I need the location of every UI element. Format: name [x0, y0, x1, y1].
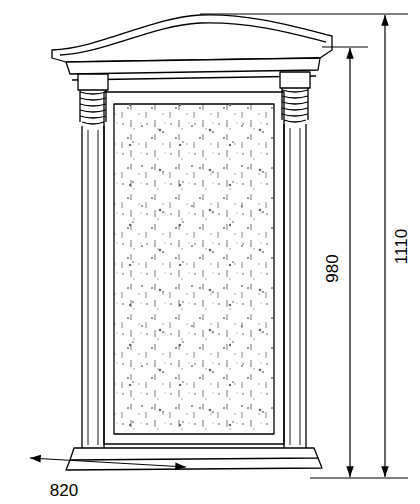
- right-capital-sides: [282, 88, 308, 120]
- mirror-glass: [114, 104, 274, 434]
- dimension-line: [30, 458, 186, 467]
- base-plinth: [70, 448, 318, 460]
- left-column-fluting: [88, 130, 98, 445]
- mirror-reflection: [114, 104, 274, 434]
- left-capital: [78, 74, 108, 90]
- extension-line: [310, 477, 408, 478]
- right-capital: [280, 72, 310, 88]
- right-column: [284, 124, 306, 448]
- crown-top: [52, 15, 332, 62]
- dimension-label: 980: [324, 254, 341, 282]
- right-capital-rings: [282, 90, 308, 122]
- mirror-frame: [104, 92, 284, 444]
- dimension-line: [349, 48, 350, 477]
- left-capital-rings: [80, 92, 106, 124]
- base-bottom: [66, 458, 322, 470]
- left-column: [82, 126, 104, 448]
- left-capital-sides: [80, 90, 106, 122]
- dimension-label: 1110: [393, 228, 410, 263]
- extension-line: [322, 46, 368, 47]
- dimension-label: 820: [50, 482, 78, 499]
- dimension-line: [384, 15, 385, 477]
- crown-molding: [60, 23, 326, 55]
- extension-line: [200, 13, 408, 14]
- right-column-fluting: [290, 128, 300, 445]
